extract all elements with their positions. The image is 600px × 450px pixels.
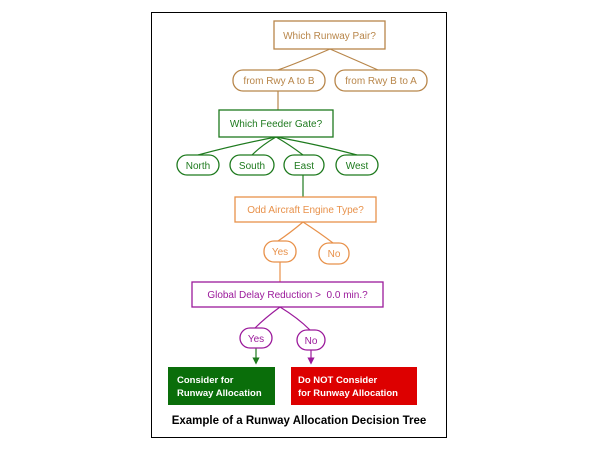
- delay-connectors: [254, 306, 311, 331]
- node-from-rwy-b-to-a: from Rwy B to A: [334, 69, 428, 92]
- node-global-delay-reduction: Global Delay Reduction > 0.0 min.?: [191, 281, 384, 308]
- node-south-label: South: [239, 161, 265, 172]
- outcome-do-not-consider: Do NOT Consider for Runway Allocation: [291, 367, 417, 405]
- node-which-runway-pair-label: Which Runway Pair?: [283, 31, 376, 42]
- node-engine-yes: Yes: [263, 240, 297, 263]
- connector-pair-to-a-to-b: [277, 48, 331, 71]
- node-engine-no: No: [318, 242, 350, 265]
- node-east: East: [283, 154, 325, 176]
- node-which-runway-pair: Which Runway Pair?: [273, 20, 386, 50]
- node-odd-aircraft-engine-type: Odd Aircraft Engine Type?: [234, 196, 377, 223]
- node-from-rwy-b-to-a-label: from Rwy B to A: [345, 76, 417, 87]
- node-delay-yes: Yes: [239, 327, 273, 349]
- node-west-label: West: [346, 161, 369, 172]
- outcome-consider-line1: Consider for: [177, 375, 234, 386]
- outcome-do-not-consider-line1: Do NOT Consider: [298, 375, 377, 386]
- node-delay-yes-label: Yes: [248, 334, 264, 345]
- node-which-feeder-gate-label: Which Feeder Gate?: [230, 119, 323, 130]
- node-from-rwy-a-to-b-label: from Rwy A to B: [243, 76, 314, 87]
- node-delay-no-label: No: [305, 336, 318, 347]
- node-west: West: [335, 154, 379, 176]
- node-north: North: [176, 154, 220, 176]
- node-from-rwy-a-to-b: from Rwy A to B: [232, 69, 326, 92]
- connector-feeder-to-south: [251, 136, 277, 156]
- connector-engine-to-yes: [277, 221, 304, 242]
- connector-feeder-to-east: [275, 136, 304, 156]
- node-east-label: East: [294, 161, 314, 172]
- connector-feeder-to-north: [197, 136, 277, 156]
- node-delay-no: No: [296, 329, 326, 351]
- connector-delay-to-yes: [254, 306, 281, 329]
- engine-type-connectors: [277, 221, 334, 282]
- node-engine-no-label: No: [328, 249, 341, 260]
- node-which-feeder-gate: Which Feeder Gate?: [218, 109, 334, 138]
- node-engine-yes-label: Yes: [272, 247, 288, 258]
- node-global-delay-reduction-label: Global Delay Reduction > 0.0 min.?: [207, 290, 368, 301]
- node-odd-aircraft-engine-type-label: Odd Aircraft Engine Type?: [247, 205, 364, 216]
- diagram-caption: Example of a Runway Allocation Decision …: [172, 415, 427, 427]
- node-north-label: North: [186, 161, 210, 172]
- connector-delay-to-no: [279, 306, 311, 331]
- outcome-consider-line2: Runway Allocation: [177, 388, 262, 399]
- feeder-gate-connectors: [197, 136, 358, 197]
- runway-pair-connectors: [277, 48, 379, 110]
- connector-pair-to-b-to-a: [329, 48, 379, 71]
- outcome-consider: Consider for Runway Allocation: [168, 367, 275, 405]
- connector-engine-to-no: [302, 221, 334, 244]
- node-south: South: [229, 154, 275, 176]
- connector-feeder-to-west: [275, 136, 358, 156]
- outcome-do-not-consider-line2: for Runway Allocation: [298, 388, 398, 399]
